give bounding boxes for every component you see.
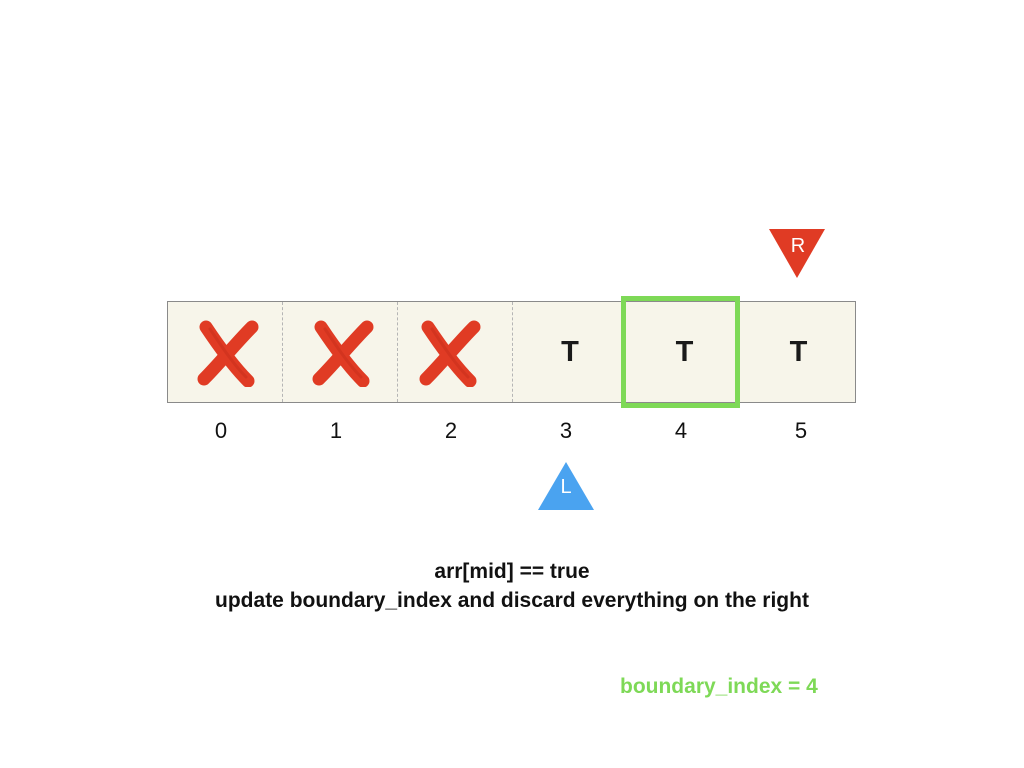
cell-value-3: T [561,335,579,368]
cross-mark-icon [312,320,374,387]
boundary-index-label: boundary_index = 4 [620,675,818,698]
cross-mark-icon [197,320,259,387]
array-cell-1 [283,302,398,402]
right-pointer-label: R [790,235,806,257]
left-pointer-label: L [560,476,572,498]
cell-value-5: T [789,335,808,368]
array-cell-0 [168,302,283,402]
index-label-0: 0 [214,418,228,443]
caption-action: update boundary_index and discard everyt… [215,589,809,612]
array-cell-2 [398,302,513,402]
array-row: T T T [167,301,856,403]
cell-value-4: T [675,335,694,368]
index-label-1: 1 [329,418,343,443]
right-pointer-icon [769,229,825,278]
index-label-4: 4 [674,418,688,443]
cross-mark-icon [419,320,481,387]
array-cell-3: T [513,302,627,402]
index-label-5: 5 [794,418,808,443]
index-label-2: 2 [444,418,458,443]
index-label-3: 3 [559,418,573,443]
array-cell-5: T [742,302,855,402]
caption-condition: arr[mid] == true [434,560,590,583]
left-pointer-icon [538,462,594,510]
mid-highlight-box [621,296,740,408]
array-cell-4: T [627,302,742,402]
